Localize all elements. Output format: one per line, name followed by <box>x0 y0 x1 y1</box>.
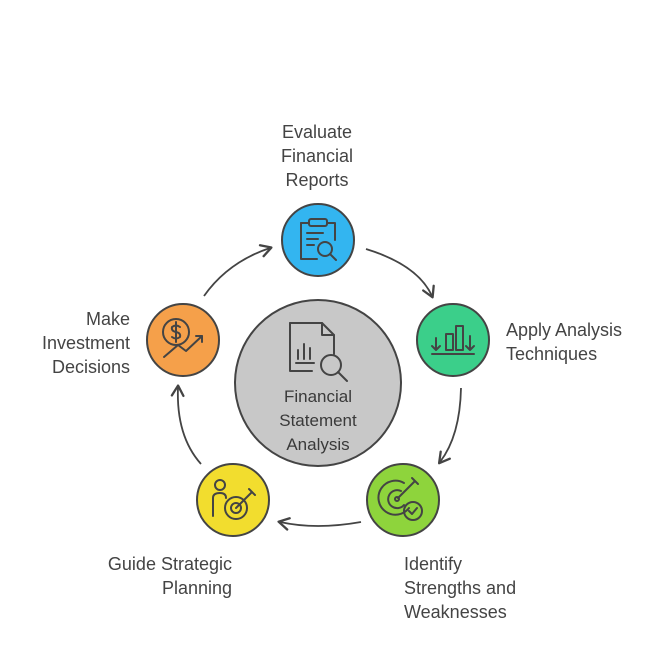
center-label: Financial Statement Analysis <box>248 385 388 457</box>
arrow-identify-to-guide <box>277 517 362 531</box>
step-label-line: Guide Strategic <box>107 554 232 574</box>
arrow-apply-to-identify <box>437 387 462 465</box>
step-label-line: Financial <box>280 146 354 166</box>
step-label-apply: Apply Analysis Techniques <box>506 318 666 366</box>
step-label-line: Make <box>85 309 130 329</box>
center-label-line: Financial <box>283 387 353 406</box>
step-label-line: Evaluate <box>281 122 353 142</box>
arrow-make-to-evaluate <box>203 244 273 297</box>
step-label-line: Investment <box>41 333 130 353</box>
step-node-evaluate <box>281 203 355 277</box>
step-label-guide: Guide Strategic Planning <box>72 552 232 600</box>
step-label-line: Apply Analysis <box>506 320 623 340</box>
document-search-icon <box>289 322 348 382</box>
step-label-line: Identify <box>404 554 463 574</box>
step-label-line: Decisions <box>51 357 130 377</box>
center-label-line: Statement <box>279 411 357 430</box>
step-label-line: Planning <box>161 578 232 598</box>
step-node-make <box>146 303 220 377</box>
step-label-line: Techniques <box>506 344 598 364</box>
dollar-growth-icon <box>162 318 203 358</box>
person-target-icon <box>212 479 256 520</box>
step-node-guide <box>196 463 270 537</box>
step-label-make: Make Investment Decisions <box>10 307 130 379</box>
step-node-identify <box>366 463 440 537</box>
step-label-identify: Identify Strengths and Weaknesses <box>404 552 564 624</box>
arrow-guide-to-make <box>170 384 202 465</box>
step-label-line: Weaknesses <box>404 602 507 622</box>
target-check-icon <box>377 477 423 521</box>
center-label-line: Analysis <box>286 435 350 454</box>
clipboard-search-icon <box>300 218 337 261</box>
step-node-apply <box>416 303 490 377</box>
step-label-line: Reports <box>285 170 349 190</box>
step-label-evaluate: Evaluate Financial Reports <box>262 120 372 192</box>
bar-chart-icon <box>431 325 475 355</box>
arrow-evaluate-to-apply <box>365 248 435 299</box>
step-label-line: Strengths and <box>404 578 517 598</box>
center-node <box>234 299 402 467</box>
